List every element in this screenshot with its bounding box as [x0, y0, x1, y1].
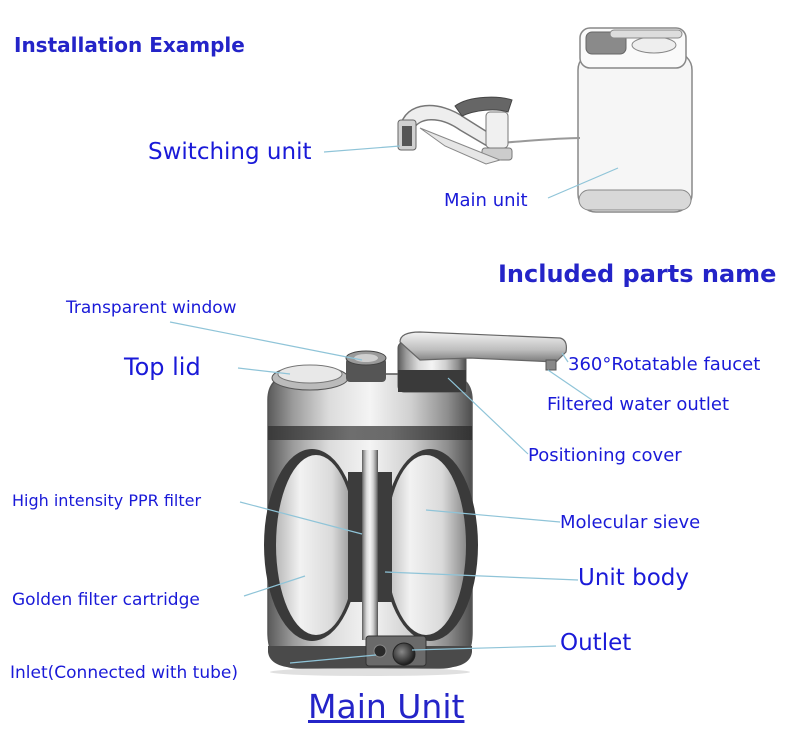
caption-main-unit: Main Unit: [308, 687, 465, 726]
leader-switching-unit: [323, 145, 401, 153]
installation-sketch: [323, 27, 693, 213]
sketch-main-unit: [577, 27, 693, 213]
leader-outlet: [411, 645, 557, 651]
label-transparent-window: Transparent window: [66, 298, 237, 318]
leader-unit-body: [384, 571, 579, 581]
label-switching-unit: Switching unit: [148, 139, 312, 165]
leader-inlet: [289, 654, 377, 664]
leader-golden-filter: [243, 575, 306, 597]
label-rotatable-faucet: 360°Rotatable faucet: [568, 354, 761, 375]
label-main-unit: Main unit: [444, 190, 528, 211]
label-positioning-cover: Positioning cover: [528, 445, 682, 466]
leader-ppr-filter: [239, 501, 363, 535]
parts-leader-lines: [169, 321, 593, 664]
title-included-parts: Included parts name: [498, 260, 777, 288]
label-filtered-water-outlet: Filtered water outlet: [547, 394, 730, 415]
leader-filtered-water-outlet: [547, 369, 593, 401]
leader-top-lid: [237, 367, 291, 375]
title-installation-example: Installation Example: [14, 33, 245, 57]
label-inlet: Inlet(Connected with tube): [10, 663, 239, 683]
label-ppr-filter: High intensity PPR filter: [12, 491, 202, 510]
main-unit-render: [264, 331, 567, 676]
sketch-tap: [397, 96, 513, 165]
leader-transparent-window: [169, 321, 363, 361]
label-golden-filter: Golden filter cartridge: [12, 590, 200, 610]
label-unit-body: Unit body: [578, 565, 690, 591]
leader-rotatable-faucet: [561, 352, 569, 363]
label-top-lid: Top lid: [124, 353, 201, 381]
leader-molecular-sieve: [425, 509, 561, 523]
label-outlet: Outlet: [560, 630, 632, 656]
leader-main-unit: [547, 167, 619, 199]
leader-positioning-cover: [447, 377, 529, 455]
label-molecular-sieve: Molecular sieve: [560, 512, 701, 533]
